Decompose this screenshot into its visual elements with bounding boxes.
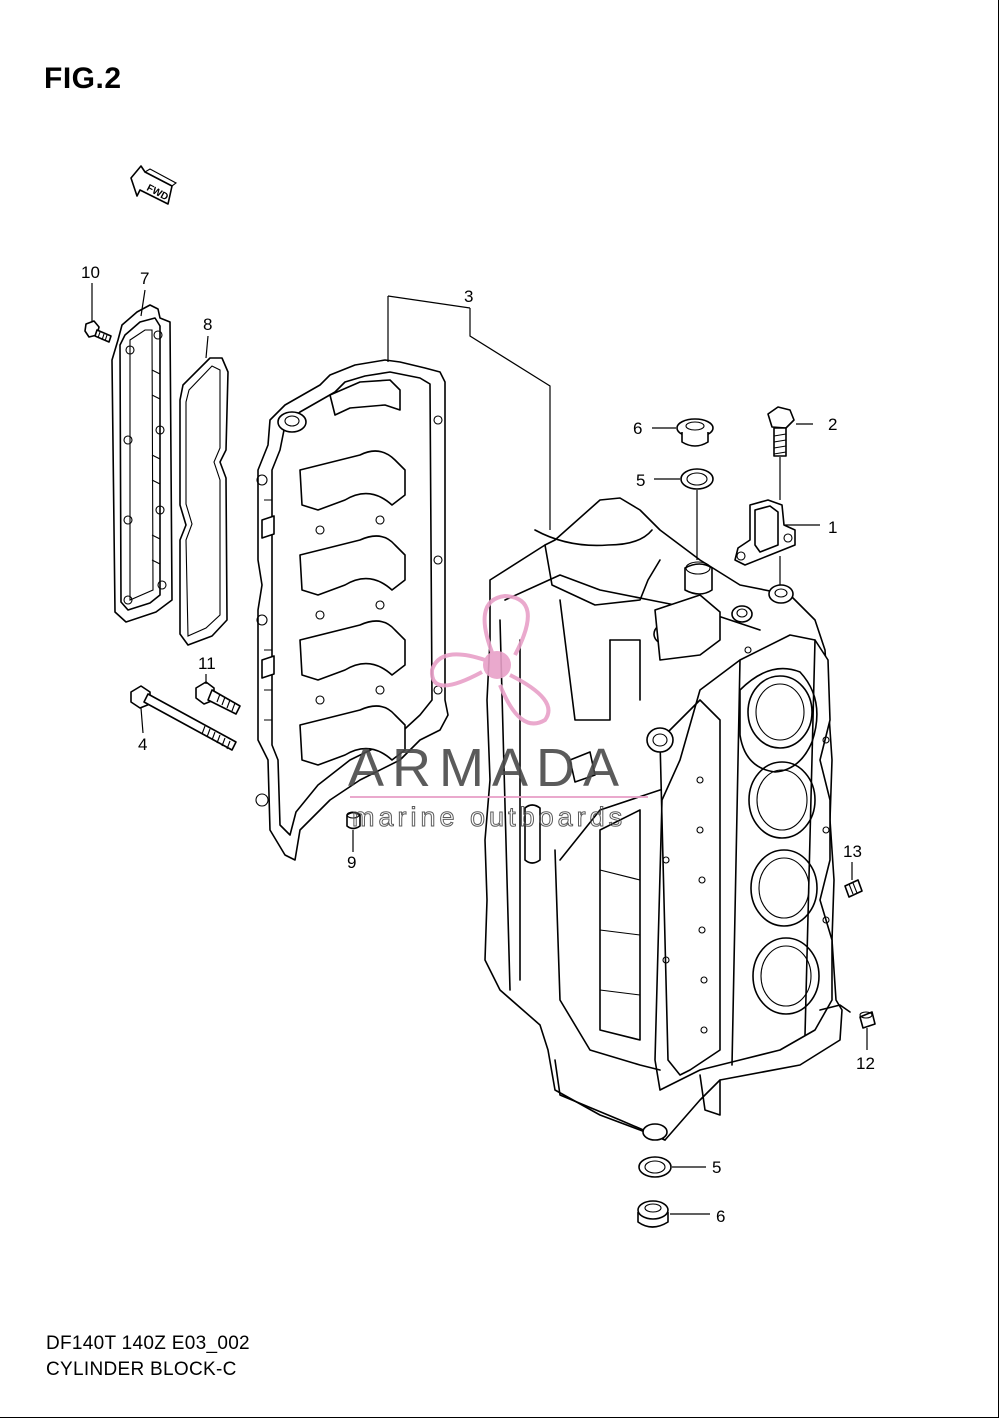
callout-5-bottom: 5 <box>712 1158 721 1177</box>
callout-5-top: 5 <box>636 471 645 490</box>
callout-labels: 10 7 8 3 6 2 5 1 11 4 9 13 12 5 6 <box>81 263 875 1226</box>
callout-11: 11 <box>198 654 216 673</box>
watermark-brand: ARMADA <box>348 738 627 798</box>
part-10-bolt <box>84 320 112 343</box>
part-11-bolt <box>195 681 241 715</box>
part-6-plug-top <box>676 418 714 447</box>
watermark-tagline: marine outboards <box>352 802 626 832</box>
callout-2: 2 <box>828 415 837 434</box>
part-3-crankcase-half <box>255 359 449 861</box>
callout-6-top: 6 <box>633 419 642 438</box>
callout-3: 3 <box>464 287 473 306</box>
part-5-washer-bottom <box>638 1156 672 1178</box>
part-2-bolt <box>767 406 795 457</box>
part-1-bracket <box>734 499 796 566</box>
propeller-logo-icon <box>429 593 551 726</box>
callout-9: 9 <box>347 853 356 872</box>
callout-8: 8 <box>203 315 212 334</box>
callout-7: 7 <box>140 269 149 288</box>
armada-watermark: ARMADA marine outboards <box>348 593 648 833</box>
callout-10: 10 <box>81 263 100 282</box>
part-5-washer-top <box>680 468 714 490</box>
callout-1: 1 <box>828 518 837 537</box>
part-4-long-bolt <box>130 685 237 751</box>
cylinder-block-main <box>484 497 851 1141</box>
callout-13: 13 <box>843 842 862 861</box>
part-6-plug-bottom <box>637 1200 669 1228</box>
figure-title: FIG.2 <box>44 62 122 95</box>
callout-6-bottom: 6 <box>716 1207 725 1226</box>
leader-lines <box>91 283 868 1215</box>
model-code-caption: DF140T 140Z E03_002 <box>46 1333 250 1354</box>
part-12-stud <box>859 1011 876 1029</box>
section-name-caption: CYLINDER BLOCK-C <box>46 1359 237 1380</box>
part-8-gasket <box>179 357 229 646</box>
part-7-cover-plate <box>111 304 173 623</box>
fwd-arrow-icon: FWD <box>130 165 178 205</box>
callout-4: 4 <box>138 735 147 754</box>
part-9-dowel-pin <box>346 811 361 830</box>
part-13-stud <box>844 879 863 898</box>
callout-12: 12 <box>856 1054 875 1073</box>
